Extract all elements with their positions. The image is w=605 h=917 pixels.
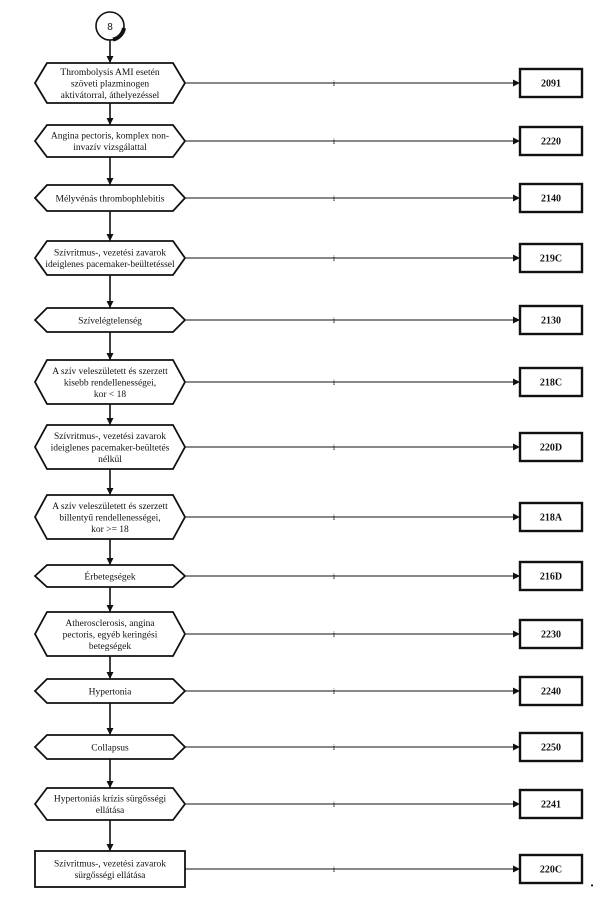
- drg-code-box: [518, 125, 584, 157]
- drg-code-box: [518, 431, 584, 463]
- footer-mark: •: [591, 881, 594, 890]
- drg-code: 220C: [540, 865, 562, 876]
- node-label-line: A szív veleszületett és szerzett: [52, 502, 168, 512]
- node-label-line: nélkül: [98, 455, 122, 465]
- node-label-line: ideiglenes pacemaker-beültetéssel: [45, 260, 175, 270]
- drg-code-box: [518, 242, 584, 274]
- branch-yes-label: i: [333, 800, 336, 809]
- drg-code: 2220: [541, 137, 561, 148]
- branch-yes-label: i: [333, 743, 336, 752]
- connector-shadow: [112, 27, 126, 42]
- branch-yes-label: i: [333, 254, 336, 263]
- node-label-line: Szívritmus-, vezetési zavarok: [54, 432, 166, 442]
- node-label-line: Szívritmus-, vezetési zavarok: [54, 249, 166, 259]
- page-connector-label: 8: [107, 22, 113, 33]
- drg-code: 2240: [541, 687, 561, 698]
- node-label-line: aktivátorral, áthelyezéssel: [61, 91, 160, 101]
- branch-yes-label: i: [333, 443, 336, 452]
- node-label-line: betegségek: [89, 642, 131, 652]
- branch-yes-label: i: [333, 572, 336, 581]
- decision-node: [33, 494, 187, 540]
- node-label-line: ellátása: [96, 806, 125, 816]
- drg-code-box: [518, 501, 584, 533]
- drg-code-box: [518, 182, 584, 214]
- drg-code-box: [518, 853, 584, 885]
- branch-yes-label: i: [333, 687, 336, 696]
- node-label-line: szöveti plazminogen: [71, 79, 150, 89]
- node-label-line: kor < 18: [94, 390, 127, 400]
- decision-node: [33, 62, 187, 104]
- decision-node: [33, 564, 187, 588]
- node-label-line: Thrombolysis AMI esetén: [60, 68, 159, 78]
- branch-yes-label: i: [333, 513, 336, 522]
- node-label-line: ideiglenes pacemaker-beültetés: [51, 443, 170, 453]
- drg-code: 218A: [540, 513, 563, 524]
- decision-node: [33, 124, 187, 158]
- drg-code-box: [518, 366, 584, 398]
- node-label-line: Mélyvénás thrombophlebitis: [56, 194, 165, 204]
- decision-node: [33, 678, 187, 704]
- branch-yes-label: i: [333, 79, 336, 88]
- page-connector-circle: [95, 11, 125, 41]
- drg-code-box: [518, 304, 584, 336]
- drg-code-box: [518, 731, 584, 763]
- branch-yes-label: i: [333, 378, 336, 387]
- decision-node: [33, 307, 187, 333]
- drg-code: 2140: [541, 194, 561, 205]
- node-label-line: Érbetegségek: [84, 570, 135, 582]
- decision-node: [33, 611, 187, 657]
- node-label-line: Hypertoniás krízis sürgősségi: [54, 795, 167, 805]
- drg-code: 2250: [541, 743, 561, 754]
- drg-code-box: [518, 788, 584, 820]
- node-label-line: kisebb rendellenességei,: [64, 378, 156, 388]
- drg-code-box: [518, 560, 584, 592]
- node-label-line: pectoris, egyéb keringési: [63, 630, 158, 640]
- node-label-line: sürgősségi ellátása: [75, 871, 147, 881]
- process-node: [34, 850, 186, 888]
- node-label-line: billentyű rendellenességei,: [59, 513, 160, 523]
- node-label-line: Atherosclerosis, angina: [65, 619, 155, 629]
- branch-yes-label: i: [333, 630, 336, 639]
- node-label-line: Szívelégtelenség: [78, 316, 142, 326]
- decision-node: [33, 424, 187, 470]
- node-label-line: Collapsus: [91, 743, 129, 753]
- branch-yes-label: i: [333, 316, 336, 325]
- drg-code: 2130: [541, 316, 561, 327]
- branch-yes-label: i: [333, 137, 336, 146]
- drg-code: 218C: [540, 378, 562, 389]
- drg-code-box: [518, 67, 584, 99]
- drg-code: 2230: [541, 630, 561, 641]
- node-label-line: Hypertonia: [89, 687, 133, 697]
- drg-code: 219C: [540, 254, 562, 265]
- decision-node: [33, 359, 187, 405]
- node-label-line: invazív vizsgálattal: [73, 143, 147, 153]
- decision-node: [33, 240, 187, 276]
- drg-code: 2241: [541, 800, 561, 811]
- branch-yes-label: i: [333, 194, 336, 203]
- node-label-line: Angina pectoris, komplex non-: [51, 132, 169, 142]
- drg-code: 220D: [540, 443, 562, 454]
- node-label-line: Szívritmus-, vezetési zavarok: [54, 860, 166, 870]
- drg-code: 216D: [540, 572, 562, 583]
- drg-code: 2091: [541, 79, 561, 90]
- drg-code-box: [518, 618, 584, 650]
- decision-node: [33, 184, 187, 212]
- branch-yes-label: i: [333, 865, 336, 874]
- node-label-line: A szív veleszületett és szerzett: [52, 367, 168, 377]
- node-label-line: kor >= 18: [91, 525, 129, 535]
- drg-code-box: [518, 675, 584, 707]
- decision-node: [33, 734, 187, 760]
- decision-node: [33, 787, 187, 821]
